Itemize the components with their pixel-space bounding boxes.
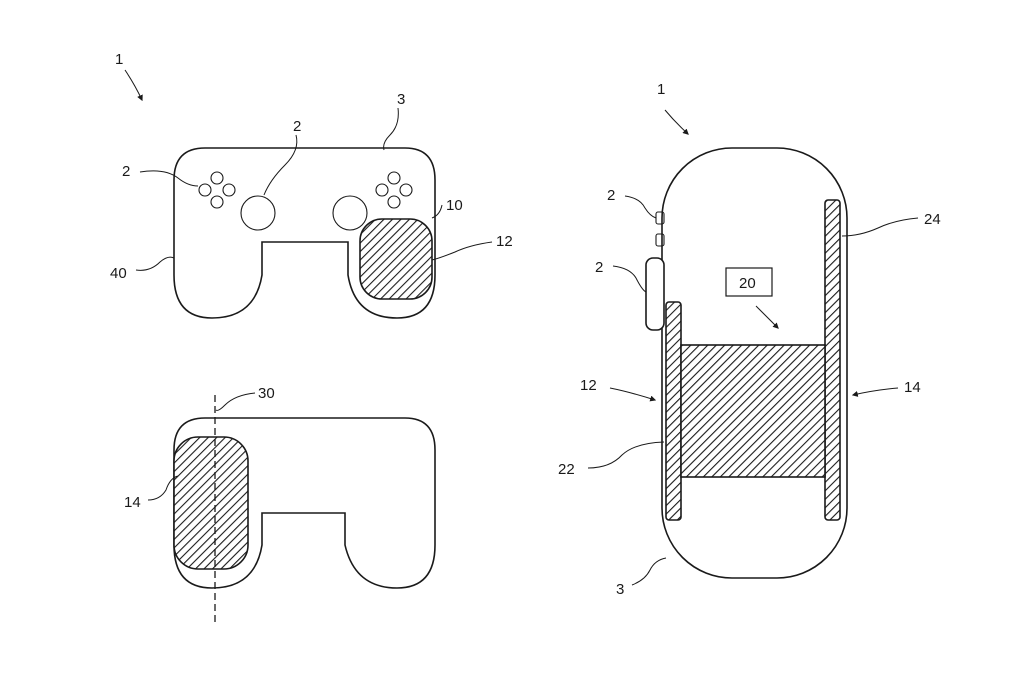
leader-line [135,256,175,271]
leader-line [609,387,657,402]
leader-line [431,204,443,219]
figure-a-gamepad: 1 2 2 3 10 12 40 [110,51,513,319]
leader-line [755,305,779,329]
right-button-cluster [375,171,413,209]
reference-box-20 [725,267,773,297]
leader-line [124,69,143,102]
ref-label-2-top: 2 [607,187,615,204]
button-circle [399,183,413,197]
ref-label-24: 24 [924,211,941,228]
ref-label-10: 10 [446,197,463,214]
ref-label-2-side: 2 [595,259,603,276]
leader-line [147,475,179,501]
ref-label-1: 1 [115,51,123,68]
hatched-grip-side [173,436,249,570]
leader-line [851,387,899,397]
leader-line [631,557,667,586]
button-circle [375,183,389,197]
ref-label-14-c: 14 [904,379,921,396]
figure-b-gamepad-side: 30 14 [124,385,436,622]
button-circle [198,183,212,197]
leader-line [624,195,657,219]
ref-label-3-c: 3 [616,581,624,598]
leader-line [841,217,919,237]
ref-label-1-c: 1 [657,81,665,98]
button-circle [222,183,236,197]
ref-label-3: 3 [397,91,405,108]
ref-label-12-c: 12 [580,377,597,394]
leader-line [215,392,256,411]
ref-label-30: 30 [258,385,275,402]
right-thumbstick [332,195,368,231]
side-button [655,233,665,247]
ref-label-12: 12 [496,233,513,250]
leader-line [431,241,493,261]
ref-label-2-center: 2 [293,118,301,135]
leader-line [263,134,298,196]
button-circle [210,195,224,209]
button-circle [210,171,224,185]
ref-label-22: 22 [558,461,575,478]
central-hatched-band [680,344,826,478]
leader-line [587,441,665,469]
figure-c-controller: 1 2 2 20 24 12 14 22 3 [558,81,941,598]
leader-line [664,109,689,135]
leader-line [139,170,199,187]
button-circle [387,171,401,185]
side-button-long [645,257,665,331]
left-button-cluster [198,171,236,209]
button-circle [387,195,401,209]
leader-line [383,107,399,151]
leader-line [612,265,647,293]
ref-label-40: 40 [110,265,127,282]
ref-label-2-left: 2 [122,163,130,180]
ref-label-14: 14 [124,494,141,511]
hatched-grip-region [359,218,433,300]
left-hatched-strip [665,301,682,521]
left-thumbstick [240,195,276,231]
right-hatched-strip [824,199,841,521]
ref-label-20: 20 [739,275,756,292]
